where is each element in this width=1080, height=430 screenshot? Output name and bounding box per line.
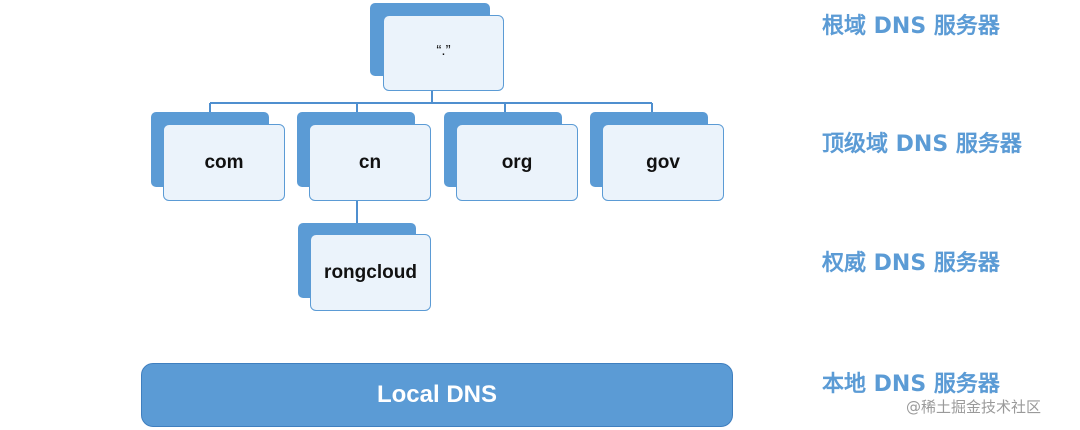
tld-node-label: cn: [309, 124, 431, 201]
watermark: @稀土掘金技术社区: [906, 398, 1042, 416]
local-dns-bar: Local DNS: [141, 363, 733, 427]
tld-node-label: gov: [602, 124, 724, 201]
tld-node-label: org: [456, 124, 578, 201]
tld-node-label: com: [163, 124, 285, 201]
level-label-tld: 顶级域 DNS 服务器: [822, 132, 1022, 157]
level-label-local: 本地 DNS 服务器: [822, 372, 1000, 397]
root-node-label: “.”: [383, 15, 504, 91]
level-label-root: 根域 DNS 服务器: [822, 14, 1000, 39]
level-label-authoritative: 权威 DNS 服务器: [822, 251, 1000, 276]
authoritative-node-label: rongcloud: [310, 234, 431, 311]
